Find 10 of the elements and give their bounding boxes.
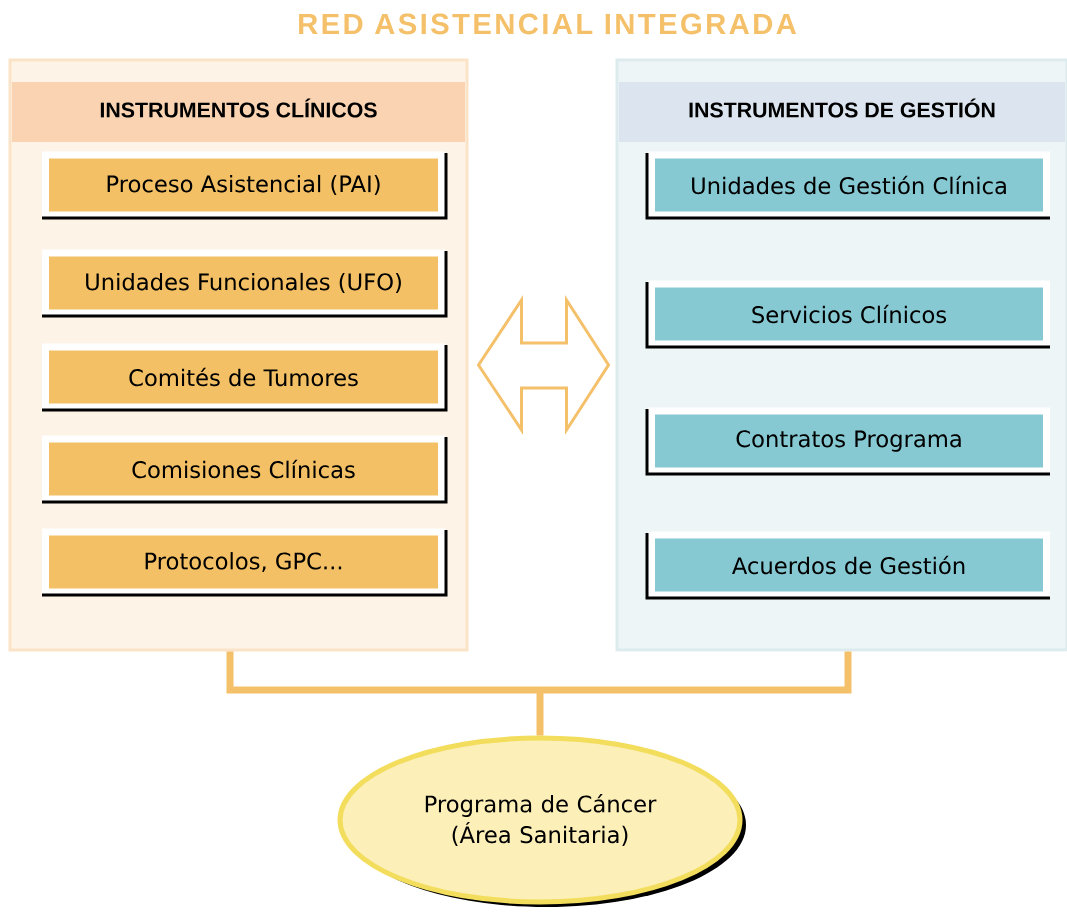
item-box: Comisiones Clínicas bbox=[42, 435, 448, 504]
item-box: Comités de Tumores bbox=[42, 343, 448, 412]
item-box: Protocolos, GPC... bbox=[42, 528, 448, 597]
title: RED ASISTENCIAL INTEGRADA bbox=[299, 13, 797, 35]
item-box: Servicios Clínicos bbox=[645, 280, 1050, 349]
item-box: Unidades de Gestión Clínica bbox=[645, 151, 1050, 220]
item-box: Proceso Asistencial (PAI) bbox=[42, 151, 448, 220]
item-box: Unidades Funcionales (UFO) bbox=[42, 249, 448, 318]
item-box: Acuerdos de Gestión bbox=[645, 531, 1050, 600]
item-box: Contratos Programa bbox=[645, 407, 1050, 476]
